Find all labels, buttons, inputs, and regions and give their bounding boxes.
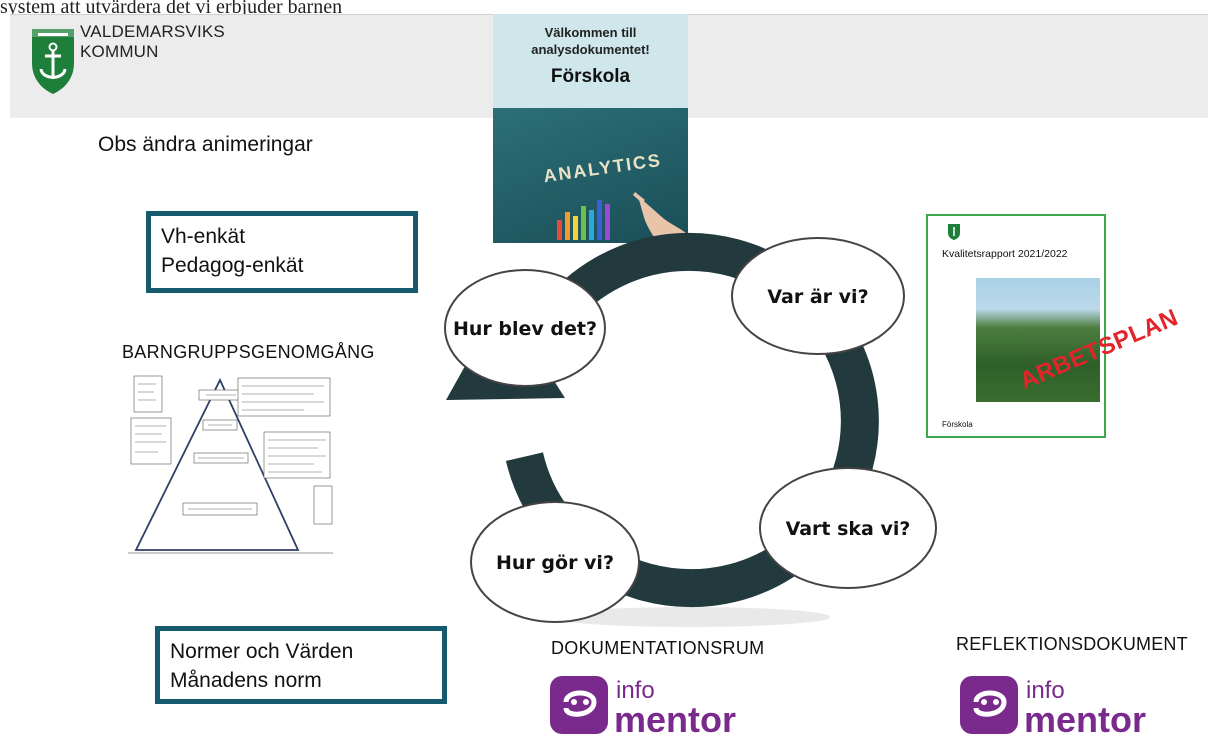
poster-image: ANALYTICS [493,108,688,243]
mentor-logo-word1: info [616,677,655,704]
norms-box-line1: Normer och Värden [170,640,354,663]
infomentor-logo-icon: info mentor [550,676,736,738]
stage-4-label: Hur blev det? [453,318,597,340]
report-logo-icon [948,224,960,240]
reflection-label: REFLEKTIONSDOKUMENT [956,634,1188,654]
bubble-hur-blev-det [444,269,606,387]
survey-box: Vh-enkät Pedagog-enkät [146,211,418,293]
cycle-shadow [550,607,830,627]
top-caption: system att utvärdera det vi erbjuder bar… [0,0,343,14]
pencil-bars-icon [557,200,610,240]
mentor-logo-word2: mentor [614,699,736,738]
quality-report-thumbnail: Kvalitetsrapport 2021/2022 Förskola [926,214,1106,438]
documentation-label: DOKUMENTATIONSRUM [551,638,765,658]
survey-box-line1: Vh-enkät [161,225,246,248]
report-title: Kvalitetsrapport 2021/2022 [942,248,1068,260]
improvement-cycle-diagram: Var är vi? Hur blev det? Vart ska vi? Hu… [444,232,937,627]
mentor-logo-word2-2: mentor [1024,699,1146,738]
organisation-name: VALDEMARSVIKS KOMMUN [80,22,225,62]
poster-subtitle: Förskola [550,66,631,87]
bubble-hur-gor-vi [470,501,640,623]
org-name-line2: KOMMUN [80,42,159,61]
report-photo [976,278,1100,402]
norms-box-line2: Månadens norm [170,669,322,692]
group-review-title: BARNGRUPPSGENOMGÅNG [122,342,375,362]
report-footer: Förskola [942,420,973,429]
org-name-line1: VALDEMARSVIKS [80,22,225,41]
mentor-logo-word1-2: info [1026,677,1065,704]
stage-2-label: Vart ska vi? [786,518,911,540]
analysis-poster: Välkommen till analysdokumentet! Förskol… [493,14,688,243]
norms-box: Normer och Värden Månadens norm [155,626,447,704]
note-text: Obs ändra animeringar [98,133,313,156]
stage-1-label: Var är vi? [767,286,868,308]
poster-welcome: Välkommen till analysdokumentet! [531,25,650,57]
survey-box-line2: Pedagog-enkät [161,254,304,277]
pyramid-document-thumbnail [128,368,333,554]
anchor-shield-icon [32,29,74,94]
pointing-hand-icon [633,192,688,243]
bubble-var-ar-vi [731,237,905,355]
bubble-vart-ska-vi [759,467,937,589]
infomentor-logo-icon-2: info mentor [960,676,1146,738]
stage-3-label: Hur gör vi? [496,552,614,574]
